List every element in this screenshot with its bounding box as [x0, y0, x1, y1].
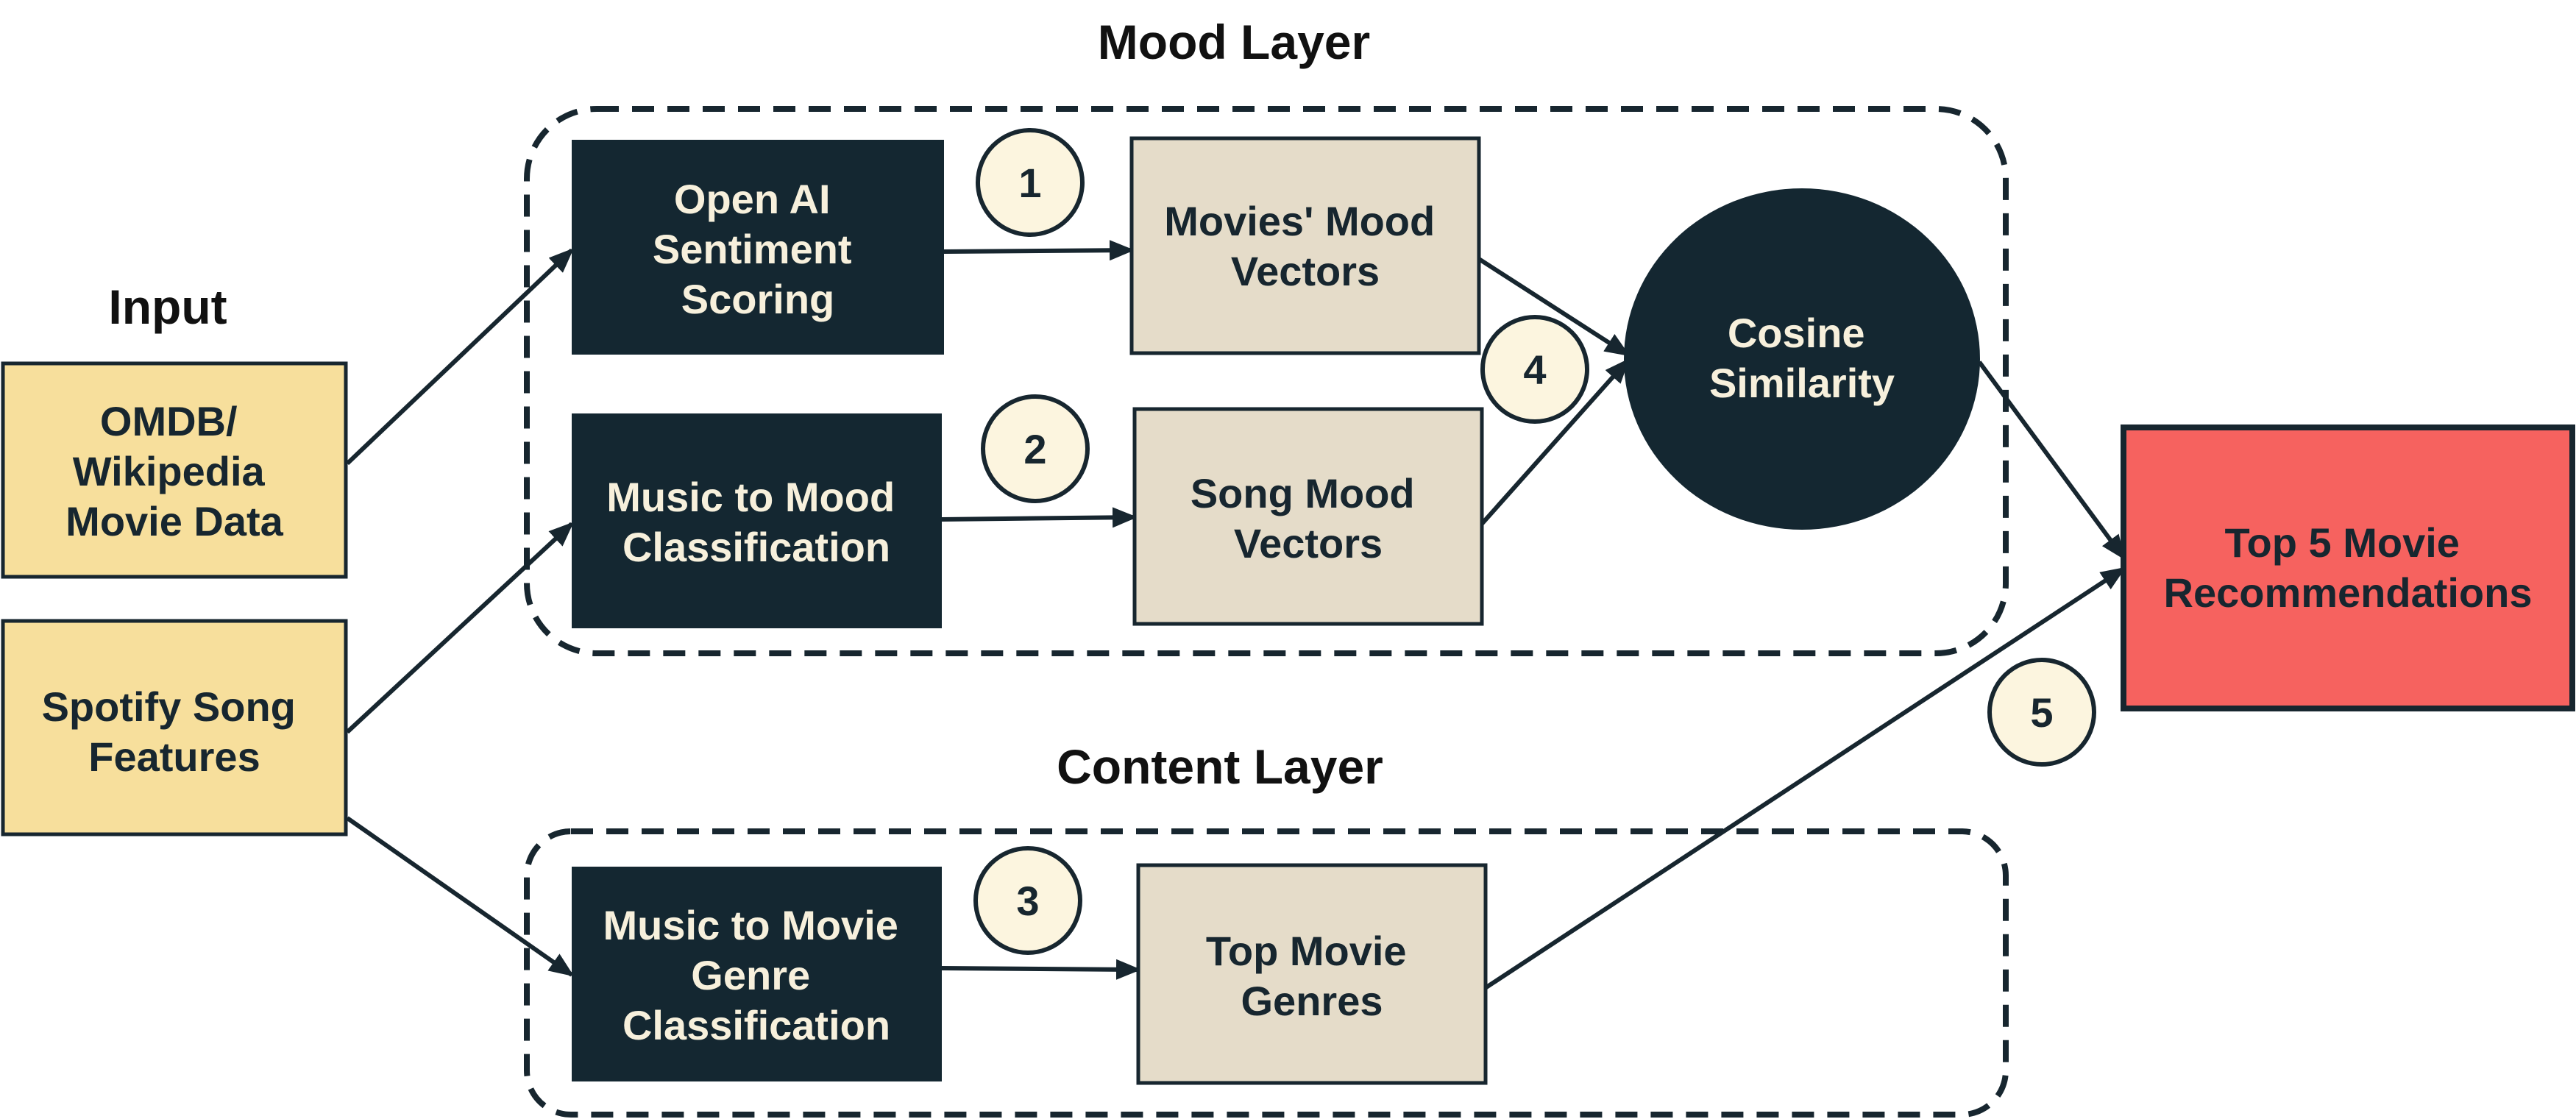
arrow-music-genre-to-top-genres — [941, 959, 1141, 980]
step-3-label: 3 — [1016, 878, 1039, 924]
svg-text:Spotify Song Features: Spotify Song Features — [42, 683, 308, 780]
top-movie-genres-node: Top Movie Genres — [1136, 863, 1488, 1085]
content-layer-heading: Content Layer — [1057, 739, 1383, 794]
input-heading: Input — [108, 280, 227, 334]
movies-mood-vectors-node: Movies' Mood Vectors — [1129, 136, 1481, 355]
svg-text:Song Mood Vectors: Song Mood Vectors — [1191, 470, 1426, 566]
music-genre-label-line-1: Music to Movie — [603, 902, 898, 948]
music-mood-label-line-1: Music to Mood — [606, 474, 895, 520]
arrow-cosine-to-output — [1977, 360, 2126, 561]
step-1-badge: 1 — [976, 128, 1085, 237]
spotify-song-features-node: Spotify Song Features — [1, 619, 348, 836]
music-genre-label-line-2: Genre — [691, 952, 810, 998]
openai-label-line-3: Scoring — [681, 276, 834, 322]
music-to-mood-node: Music to Mood Classification — [572, 413, 942, 628]
top-genres-label-line-2: Genres — [1241, 978, 1383, 1024]
top-genres-label-line-1: Top Movie — [1206, 928, 1407, 974]
arrow-song-vectors-to-cosine — [1480, 358, 1630, 525]
output-label-line-2: Recommendations — [2164, 569, 2533, 616]
svg-text:Music to Movie Genre: Music to Movie Genre Classification — [603, 902, 910, 1048]
arrow-spotify-to-music-genre — [346, 816, 575, 977]
song-vectors-label-line-2: Vectors — [1234, 520, 1383, 566]
step-4-label: 4 — [1523, 347, 1546, 393]
svg-text:Open AI Sentiment: Open AI Sentiment Scoring — [653, 176, 863, 322]
arrow-movie-vectors-to-cosine — [1477, 257, 1631, 357]
cosine-label-line-2: Similarity — [1709, 360, 1895, 406]
openai-label-line-2: Sentiment — [653, 226, 852, 272]
step-1-label: 1 — [1018, 160, 1041, 206]
arrow-top-genres-to-output — [1485, 566, 2126, 990]
music-genre-label-line-3: Classification — [622, 1002, 890, 1048]
movie-vectors-label-line-2: Vectors — [1231, 248, 1380, 294]
step-2-label: 2 — [1023, 426, 1046, 472]
omdb-wikipedia-node: OMDB/ Wikipedia Movie Data — [1, 361, 348, 579]
omdb-label-line-1: OMDB/ — [100, 398, 238, 444]
music-mood-label-line-2: Classification — [622, 524, 890, 570]
output-label-line-1: Top 5 Movie — [2225, 519, 2460, 566]
svg-text:OMDB/ Wikipedia Mo: OMDB/ Wikipedia Movie Data — [65, 398, 283, 544]
cosine-label-line-1: Cosine — [1728, 310, 1865, 356]
step-4-badge: 4 — [1480, 315, 1589, 424]
step-5-badge: 5 — [1987, 658, 2096, 767]
svg-text:Movies' Mood Vectors: Movies' Mood Vectors — [1164, 198, 1447, 294]
openai-sentiment-node: Open AI Sentiment Scoring — [572, 140, 944, 355]
music-to-genre-node: Music to Movie Genre Classification — [572, 867, 942, 1081]
step-2-badge: 2 — [981, 394, 1090, 503]
svg-text:Music to Mood Classifica: Music to Mood Classification — [606, 474, 906, 570]
connectors — [345, 240, 2126, 990]
step-5-label: 5 — [2030, 689, 2053, 736]
cosine-similarity-node: Cosine Similarity — [1624, 188, 1980, 530]
arrow-omdb-to-openai — [345, 248, 574, 466]
arrow-spotify-to-music-mood — [345, 522, 574, 734]
svg-text:Top 5 Movie Recommendati: Top 5 Movie Recommendations — [2164, 519, 2533, 616]
top5-recommendations-node: Top 5 Movie Recommendations — [2121, 424, 2575, 711]
movie-vectors-label-line-1: Movies' Mood — [1164, 198, 1435, 244]
song-mood-vectors-node: Song Mood Vectors — [1132, 407, 1484, 626]
mood-layer-group — [524, 106, 2009, 656]
step-3-badge: 3 — [973, 846, 1082, 955]
song-vectors-label-line-1: Song Mood — [1191, 470, 1415, 516]
mood-layer-heading: Mood Layer — [1098, 15, 1370, 69]
arrow-openai-to-movie-vectors — [943, 240, 1135, 261]
spotify-label-line-1: Spotify Song — [42, 683, 296, 730]
spotify-label-line-2: Features — [88, 733, 260, 780]
omdb-label-line-2: Wikipedia — [73, 448, 266, 494]
openai-label-line-1: Open AI — [674, 176, 831, 222]
content-layer-group — [524, 828, 2009, 1118]
svg-text:Cosine Similarity: Cosine Similarity — [1709, 310, 1895, 406]
svg-text:Top Movie Genres: Top Movie Genres — [1206, 928, 1418, 1024]
arrow-music-mood-to-song-vectors — [941, 507, 1138, 528]
omdb-label-line-3: Movie Data — [65, 498, 283, 544]
